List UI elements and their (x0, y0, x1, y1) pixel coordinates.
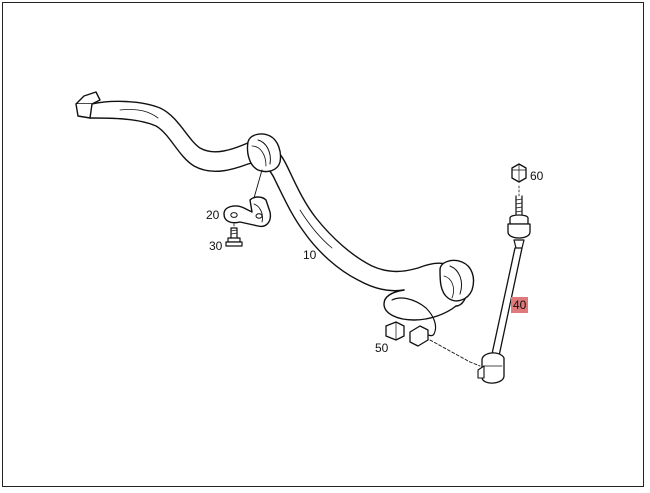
bracket-bolt[interactable] (225, 221, 243, 247)
callout-10[interactable]: 10 (303, 248, 317, 262)
link-rod[interactable] (477, 185, 531, 384)
callout-60[interactable]: 60 (530, 169, 544, 183)
stabilizer-bar[interactable] (75, 91, 469, 337)
callout-30[interactable]: 30 (209, 239, 223, 253)
mount-nut[interactable] (385, 321, 481, 367)
callout-40[interactable]: 40 (511, 297, 529, 313)
left-bushing[interactable] (246, 133, 282, 173)
right-bushing[interactable] (439, 259, 475, 302)
clamp-bracket[interactable] (223, 169, 272, 228)
link-nut[interactable] (511, 163, 527, 183)
callout-50[interactable]: 50 (375, 341, 389, 355)
callout-20[interactable]: 20 (206, 208, 220, 222)
diagram-frame (2, 2, 644, 487)
